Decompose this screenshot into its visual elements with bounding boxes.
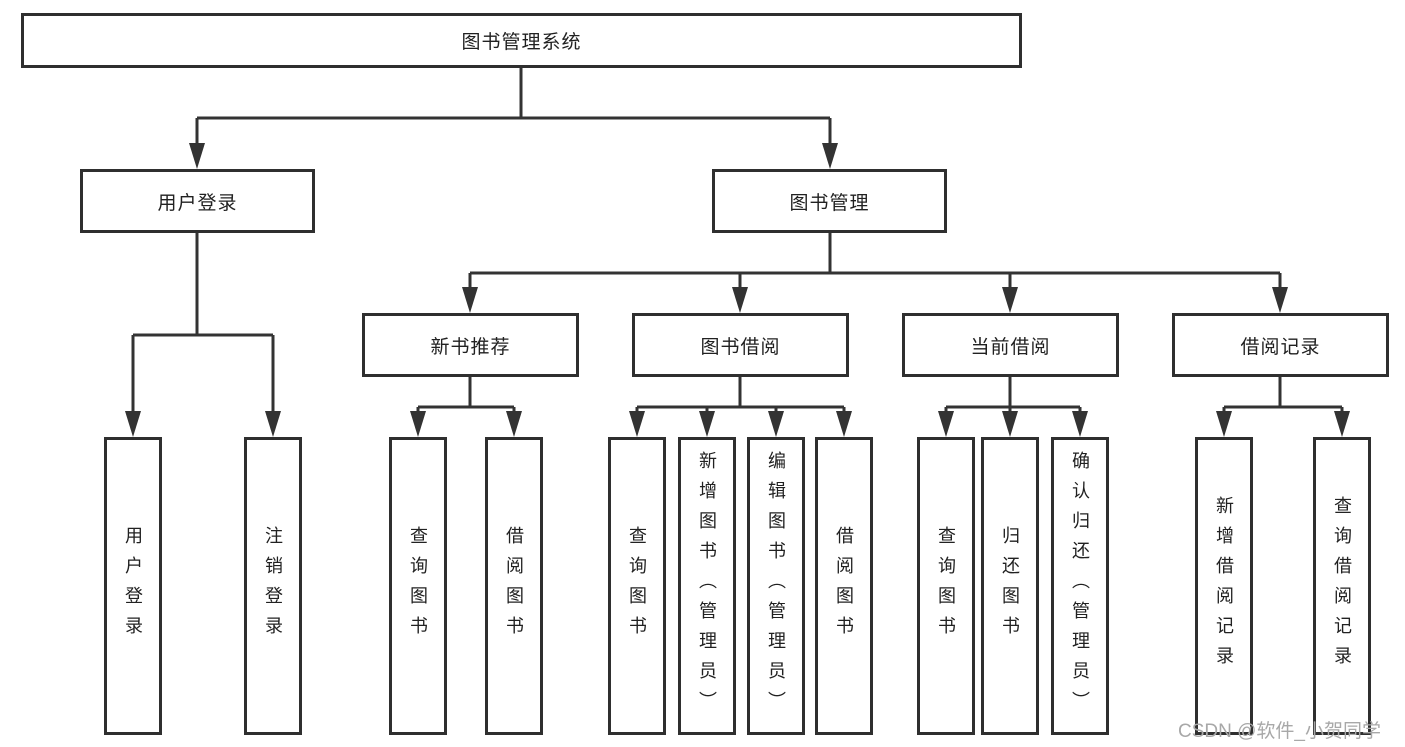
- node-root-label: 图书管理系统: [461, 32, 582, 53]
- node-book-management: 图书管理: [712, 169, 947, 233]
- node-user-login: 用户登录: [80, 169, 315, 233]
- node-borrow-records-label: 借阅记录: [1240, 336, 1321, 358]
- node-leaf-add-book-admin: 新增图书（管理员）: [678, 437, 736, 735]
- node-leaf-borrow-book-1: 借阅图书: [485, 437, 543, 735]
- node-leaf-logout-label: 注销登录: [263, 526, 283, 646]
- node-leaf-return-book: 归还图书: [981, 437, 1039, 735]
- node-book-borrow-label: 图书借阅: [700, 336, 781, 358]
- node-leaf-query-book-2-label: 查询图书: [627, 526, 647, 646]
- node-book-management-label: 图书管理: [789, 192, 870, 214]
- node-root: 图书管理系统: [21, 13, 1022, 68]
- node-leaf-borrow-book-1-label: 借阅图书: [504, 526, 524, 646]
- node-leaf-query-book-1: 查询图书: [389, 437, 447, 735]
- node-leaf-confirm-return-admin: 确认归还（管理员）: [1051, 437, 1109, 735]
- node-new-book-recommend: 新书推荐: [362, 313, 579, 377]
- node-leaf-query-book-2: 查询图书: [608, 437, 666, 735]
- node-leaf-user-login: 用户登录: [104, 437, 162, 735]
- node-current-borrow-label: 当前借阅: [970, 336, 1051, 358]
- node-leaf-add-borrow-record: 新增借阅记录: [1195, 437, 1253, 735]
- node-leaf-return-book-label: 归还图书: [1000, 526, 1020, 646]
- node-leaf-query-book-1-label: 查询图书: [408, 526, 428, 646]
- node-leaf-add-book-admin-label: 新增图书（管理员）: [697, 451, 717, 721]
- node-leaf-query-book-3: 查询图书: [917, 437, 975, 735]
- node-book-borrow: 图书借阅: [632, 313, 849, 377]
- node-leaf-borrow-book-2-label: 借阅图书: [834, 526, 854, 646]
- node-leaf-user-login-label: 用户登录: [123, 526, 143, 646]
- node-new-book-recommend-label: 新书推荐: [430, 336, 511, 358]
- node-leaf-confirm-return-admin-label: 确认归还（管理员）: [1070, 451, 1090, 721]
- node-leaf-query-book-3-label: 查询图书: [936, 526, 956, 646]
- node-leaf-add-borrow-record-label: 新增借阅记录: [1214, 496, 1234, 676]
- node-borrow-records: 借阅记录: [1172, 313, 1389, 377]
- node-leaf-borrow-book-2: 借阅图书: [815, 437, 873, 735]
- node-current-borrow: 当前借阅: [902, 313, 1119, 377]
- csdn-watermark: CSDN @软件_小贺同学: [1178, 721, 1381, 742]
- node-leaf-query-borrow-record-label: 查询借阅记录: [1332, 496, 1352, 676]
- node-leaf-logout: 注销登录: [244, 437, 302, 735]
- node-leaf-edit-book-admin: 编辑图书（管理员）: [747, 437, 805, 735]
- node-leaf-query-borrow-record: 查询借阅记录: [1313, 437, 1371, 735]
- node-leaf-edit-book-admin-label: 编辑图书（管理员）: [766, 451, 786, 721]
- node-user-login-label: 用户登录: [157, 192, 238, 214]
